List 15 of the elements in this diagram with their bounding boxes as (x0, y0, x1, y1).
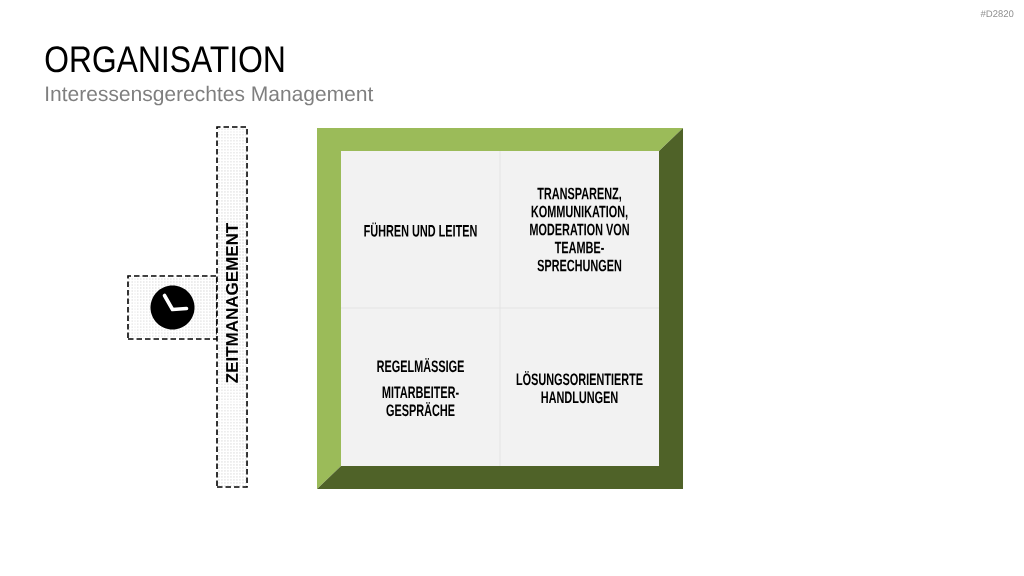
beveled-frame (317, 128, 683, 489)
band-label: ZEITMANAGEMENT (226, 222, 239, 383)
quadrant-cell: FÜHREN UND LEITEN (341, 151, 500, 308)
slide-code: #D2820 (980, 10, 1014, 18)
title: ORGANISATION (45, 46, 284, 73)
node-label: FÜHREN UND LEITEN (364, 222, 477, 237)
node-label: REGELMÄSSIGE (377, 357, 464, 373)
quadrant-cell: REGELMÄSSIGE MITARBEITER- GESPRÄCHE (341, 308, 500, 466)
quadrant-cell: LÖSUNGSORIENTIERTE HANDLUNGEN (500, 308, 659, 466)
vertical-band (216, 126, 248, 488)
node-label: TRANSPARENZ, KOMMUNIKATION, MODERATION VON TEAMBE- SPRECHUNGEN (530, 187, 629, 272)
node-label: LÖSUNGSORIENTIERTE HANDLUNGEN (516, 370, 643, 404)
subtitle: Interessensgerechtes Management (46, 85, 374, 106)
node-label: MITARBEITER- GESPRÄCHE (382, 386, 459, 417)
quadrant-cell: TRANSPARENZ, KOMMUNIKATION, MODERATION VON TEAMBE- SPRECHUNGEN (500, 151, 659, 308)
